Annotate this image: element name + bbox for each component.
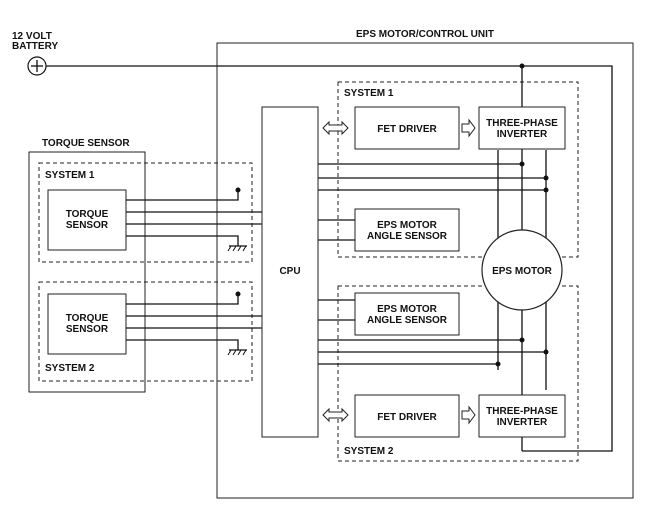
angle-sensor-1-line2: ANGLE SENSOR [367,231,448,242]
junction-dot [235,291,241,297]
torque-system1-label: SYSTEM 1 [45,170,95,181]
angle-sensor-2-line2: ANGLE SENSOR [367,315,448,326]
inverter-1-line2: INVERTER [497,129,548,140]
eps-motor-label: EPS MOTOR [492,266,553,277]
arrow-right-icon [461,118,476,138]
torque-sensor-2-line2: SENSOR [66,324,109,335]
torque-sensor-1-line2: SENSOR [66,220,109,231]
torque-sensor-2-line1: TORQUE [66,313,109,324]
fet-driver-1-label: FET DRIVER [377,124,437,135]
junction-dot [519,161,525,167]
torque-sensor-title: TORQUE SENSOR [42,138,130,149]
torque-sensor-frame [28,151,146,393]
inverter-2-line1: THREE-PHASE [486,406,558,417]
arrow-right-icon [461,405,476,425]
torque-system2-frame [38,281,253,382]
inverter-2-box [478,394,566,438]
junction-dot [519,337,525,343]
eps-motor-circle [481,229,563,311]
control-unit-frame [216,42,634,499]
torque-system2-label: SYSTEM 2 [45,363,95,374]
control-unit-title: EPS MOTOR/CONTROL UNIT [356,29,494,40]
inverter-1-box [478,106,566,150]
junction-dot [235,187,241,193]
torque-sensor-2-box [47,293,127,355]
ground-icon [227,245,247,252]
battery-supply-wire [46,65,613,452]
cpu-box [261,106,319,438]
torque-sensor-1-box [47,189,127,251]
cpu-label: CPU [279,266,300,277]
junction-dot [543,187,549,193]
torque-sensor-wiring [126,190,262,350]
motor-system2-frame [337,285,579,462]
fet-driver-2-box [354,394,460,438]
angle-sensor-1-box [354,208,460,252]
junction-dot [495,361,501,367]
inverter-1-line1: THREE-PHASE [486,118,558,129]
inverter-2-line2: INVERTER [497,417,548,428]
junction-dot [543,175,549,181]
angle-sensor-1-line1: EPS MOTOR [377,220,438,231]
motor-system1-label: SYSTEM 1 [344,88,394,99]
junction-dot [543,349,549,355]
ground-icon [227,349,247,356]
battery-terminal-icon [27,56,47,76]
fet-driver-2-label: FET DRIVER [377,412,437,423]
motor-system2-label: SYSTEM 2 [344,446,394,457]
battery-label-line1: 12 VOLT [12,31,52,42]
angle-sensor-2-box [354,292,460,336]
angle-sensor-2-line1: EPS MOTOR [377,304,438,315]
junction-dot [519,63,525,69]
battery-label-line2: BATTERY [12,41,58,52]
torque-sensor-1-line1: TORQUE [66,209,109,220]
double-arrow-icon [322,120,349,136]
double-arrow-icon [322,407,349,423]
fet-driver-1-box [354,106,460,150]
motor-system1-frame [337,81,579,258]
